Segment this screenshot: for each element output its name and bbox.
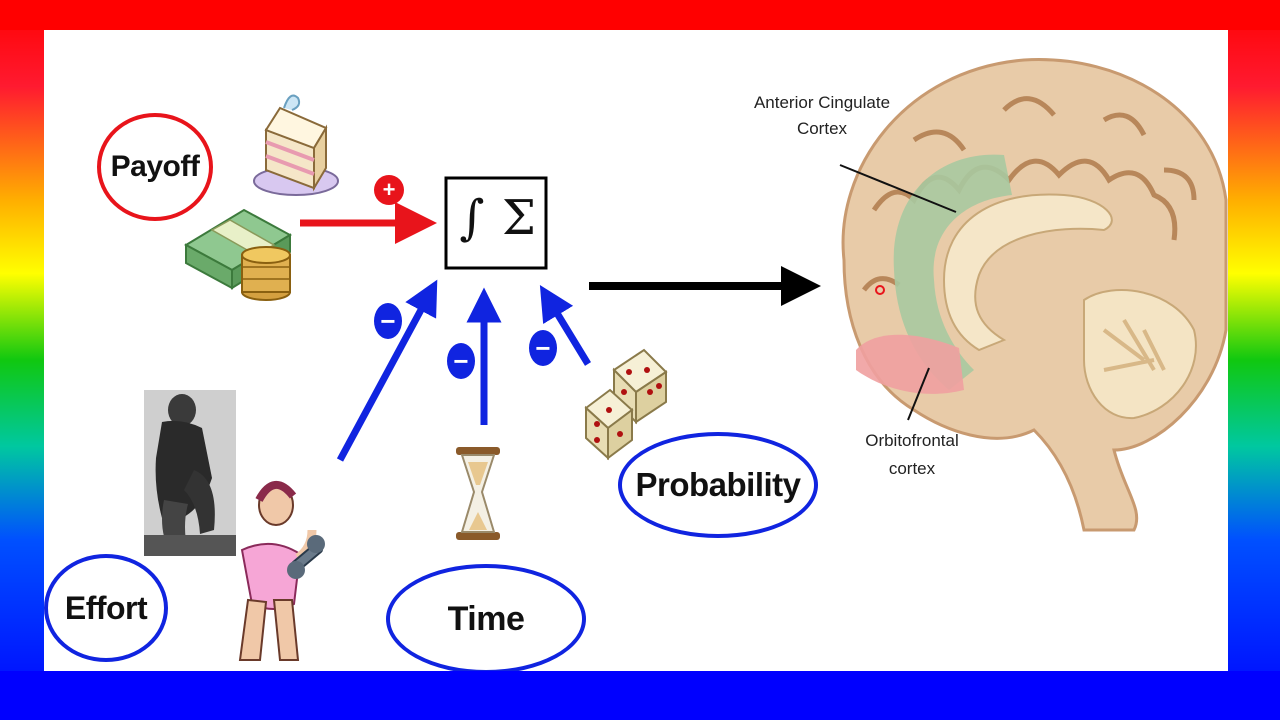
brain-illustration — [839, 58, 1228, 532]
ofc-label-line2: cortex — [888, 459, 936, 478]
payoff-label: Payoff — [97, 113, 213, 221]
hourglass-icon — [456, 447, 500, 540]
time-text: Time — [447, 599, 525, 638]
sum-symbol: Σ — [502, 190, 536, 246]
probability-minus-sign: − — [529, 330, 557, 366]
diagram-graphics — [144, 58, 1228, 661]
probability-arrow — [539, 285, 591, 366]
effort-minus-sign: − — [374, 303, 402, 339]
ofc-label: Orbitofrontal cortex — [842, 430, 982, 480]
ofc-label-line1: Orbitofrontal — [865, 431, 959, 450]
effort-arrow — [336, 279, 438, 462]
dumbbell-woman-icon — [238, 481, 325, 661]
payoff-text: Payoff — [110, 150, 200, 183]
thinker-statue-icon — [144, 390, 236, 556]
plus-sign: + — [374, 175, 404, 205]
time-label: Time — [386, 564, 586, 671]
cake-icon — [253, 94, 339, 196]
integrator-box — [444, 176, 548, 270]
acc-label: Anterior Cingulate Cortex — [732, 92, 912, 140]
dice-icon — [584, 348, 668, 461]
acc-label-line1: Anterior Cingulate — [753, 93, 891, 112]
diagram-panel: ∫ Σ + − − − Payoff Effort Time Probabili… — [44, 30, 1228, 671]
acc-label-line2: Cortex — [796, 119, 848, 138]
effort-text: Effort — [64, 589, 148, 626]
effort-label: Effort — [44, 554, 168, 662]
probability-label: Probability — [618, 432, 818, 538]
money-icon — [183, 208, 293, 301]
probability-text: Probability — [635, 466, 801, 503]
time-minus-sign: − — [447, 343, 475, 379]
integral-symbol: ∫ — [459, 190, 485, 246]
